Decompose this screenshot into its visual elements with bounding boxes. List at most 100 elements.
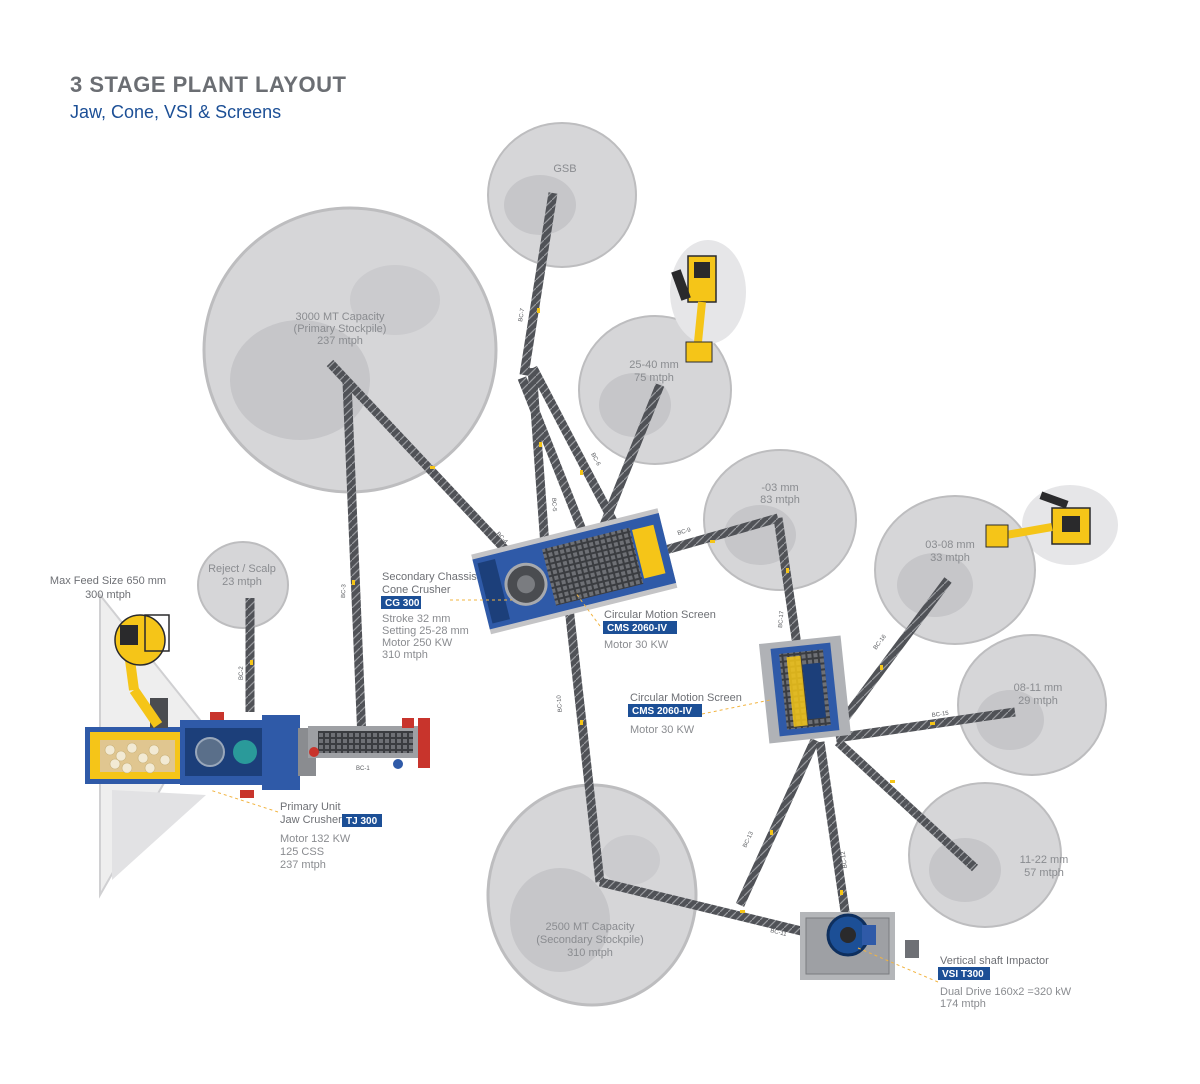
- conveyor-bc-14: [834, 738, 979, 872]
- svg-text:BC-16: BC-16: [873, 633, 888, 651]
- svg-text:2500 MT Capacity: 2500 MT Capacity: [545, 921, 635, 933]
- conveyor-bc-7: [519, 192, 558, 376]
- cone-tag: [381, 596, 421, 609]
- callout-jaw-crusher: Primary Unit Jaw Crusher TJ 300 Motor 13…: [280, 801, 382, 871]
- primary-feeder-unit: [308, 718, 430, 769]
- svg-text:57 mtph: 57 mtph: [1024, 867, 1064, 879]
- svg-text:33 mtph: 33 mtph: [930, 552, 970, 564]
- svg-text:(Primary Stockpile): (Primary Stockpile): [294, 323, 387, 335]
- svg-text:23 mtph: 23 mtph: [222, 576, 262, 588]
- svg-text:Motor 250 KW: Motor 250 KW: [382, 637, 453, 649]
- screen1-tag: [603, 621, 677, 634]
- stockpile-primary: [202, 206, 498, 494]
- svg-text:125 CSS: 125 CSS: [280, 846, 324, 858]
- callout-vsi: Vertical shaft Impactor VSI T300 Dual Dr…: [938, 955, 1072, 1010]
- conveyor-bc-6: [529, 365, 619, 528]
- svg-text:Jaw Crusher: Jaw Crusher: [280, 814, 342, 826]
- screen2-tag: [628, 704, 702, 717]
- stockpile-11-22: [908, 782, 1062, 928]
- conveyor-bc-9: [653, 513, 780, 558]
- jaw-tag: [342, 814, 382, 827]
- conveyor-bc-3: [342, 381, 367, 741]
- vsi-t300-unit: [800, 912, 919, 980]
- gsb-label: GSB: [553, 163, 576, 175]
- conveyor-bc-12: [815, 741, 852, 926]
- svg-text:29 mtph: 29 mtph: [1018, 695, 1058, 707]
- svg-text:BC-6: BC-6: [589, 452, 601, 467]
- stockpile-reject: [197, 541, 289, 629]
- svg-text:75 mtph: 75 mtph: [634, 372, 674, 384]
- svg-text:BC-2: BC-2: [239, 666, 245, 680]
- conveyor-bc-11: [598, 877, 832, 943]
- svg-text:08-11 mm: 08-11 mm: [1014, 682, 1063, 694]
- conveyors: [245, 192, 1016, 943]
- svg-text:Circular Motion Screen: Circular Motion Screen: [604, 609, 716, 621]
- conveyor-bc-15: [835, 707, 1016, 743]
- svg-text:BC-11: BC-11: [770, 928, 788, 938]
- stockpile-03-08: [874, 495, 1036, 645]
- svg-text:25-40 mm: 25-40 mm: [629, 359, 679, 371]
- conveyor-bc-17: [773, 517, 802, 646]
- page-subtitle: Jaw, Cone, VSI & Screens: [70, 102, 282, 122]
- svg-text:83 mtph: 83 mtph: [760, 494, 800, 506]
- conveyor-bc-4: [326, 359, 536, 582]
- stockpile-minus-03: [703, 449, 857, 591]
- excavator-right: [985, 491, 1091, 548]
- svg-text:174 mtph: 174 mtph: [940, 998, 986, 1010]
- conveyor-bc-8: [517, 376, 587, 532]
- cone-crusher-cg300: [471, 508, 678, 635]
- callout-cone-crusher: Secondary Chassis Cone Crusher CG 300 St…: [381, 571, 477, 661]
- leader-lines: [209, 591, 939, 983]
- conveyor-bc-10: [562, 589, 605, 883]
- svg-text:Dual Drive 160x2 =320 kW: Dual Drive 160x2 =320 kW: [940, 986, 1072, 998]
- svg-text:BC-5: BC-5: [550, 498, 557, 513]
- conveyor-bc-16: [830, 577, 952, 736]
- callout-screen-2: Circular Motion Screen CMS 2060-IV Motor…: [628, 692, 742, 736]
- stockpile-08-11: [957, 634, 1107, 776]
- svg-text:310 mtph: 310 mtph: [567, 947, 613, 959]
- svg-text:03-08 mm: 03-08 mm: [925, 539, 975, 551]
- svg-text:BC-3: BC-3: [341, 584, 347, 599]
- svg-text:BC-9: BC-9: [677, 527, 692, 537]
- conveyor-flow-markers: [250, 308, 935, 913]
- excavator-top: [671, 255, 717, 363]
- svg-text:VSI T300: VSI T300: [942, 969, 984, 980]
- svg-text:Reject / Scalp: Reject / Scalp: [208, 563, 276, 575]
- svg-text:Setting 25-28 mm: Setting 25-28 mm: [382, 625, 469, 637]
- stockpile-labels: GSB 3000 MT Capacity (Primary Stockpile)…: [50, 163, 1068, 959]
- svg-text:300 mtph: 300 mtph: [85, 589, 131, 601]
- svg-text:BC-1: BC-1: [356, 766, 370, 772]
- svg-text:BC-17: BC-17: [778, 610, 786, 628]
- svg-text:Motor 30 KW: Motor 30 KW: [630, 724, 695, 736]
- svg-text:3000 MT Capacity: 3000 MT Capacity: [295, 311, 385, 323]
- svg-text:310 mtph: 310 mtph: [382, 649, 428, 661]
- svg-text:Vertical shaft Impactor: Vertical shaft Impactor: [940, 955, 1049, 967]
- svg-text:Primary Unit: Primary Unit: [280, 801, 341, 813]
- svg-text:BC-13: BC-13: [742, 830, 755, 849]
- svg-text:Motor 30 KW: Motor 30 KW: [604, 639, 669, 651]
- svg-text:CG 300: CG 300: [385, 598, 420, 609]
- svg-text:11-22 mm: 11-22 mm: [1020, 854, 1069, 866]
- svg-text:(Secondary Stockpile): (Secondary Stockpile): [536, 934, 644, 946]
- svg-text:BC-7: BC-7: [518, 307, 526, 322]
- svg-text:-03 mm: -03 mm: [761, 482, 798, 494]
- callout-screen-1: Circular Motion Screen CMS 2060-IV Motor…: [603, 609, 716, 651]
- svg-text:BC-12: BC-12: [841, 850, 849, 868]
- conveyor-bc-25-40: [597, 383, 665, 532]
- svg-text:Secondary Chassis: Secondary Chassis: [382, 571, 477, 583]
- stockpile-secondary: [486, 783, 698, 1007]
- svg-text:237 mtph: 237 mtph: [317, 335, 363, 347]
- conveyor-bc-13: [735, 738, 820, 907]
- svg-text:TJ 300: TJ 300: [346, 816, 378, 827]
- vsi-tag: [938, 967, 990, 980]
- svg-text:Cone Crusher: Cone Crusher: [382, 584, 451, 596]
- svg-text:237 mtph: 237 mtph: [280, 859, 326, 871]
- svg-text:Circular Motion Screen: Circular Motion Screen: [630, 692, 742, 704]
- feed-size-label: Max Feed Size 650 mm: [50, 575, 166, 587]
- svg-text:CMS 2060-IV: CMS 2060-IV: [607, 623, 667, 634]
- page-title: 3 STAGE PLANT LAYOUT: [70, 72, 347, 97]
- svg-text:CMS 2060-IV: CMS 2060-IV: [632, 706, 692, 717]
- stockpiles: [197, 122, 1118, 1007]
- screen-cms-2060-iv-2: [758, 635, 851, 744]
